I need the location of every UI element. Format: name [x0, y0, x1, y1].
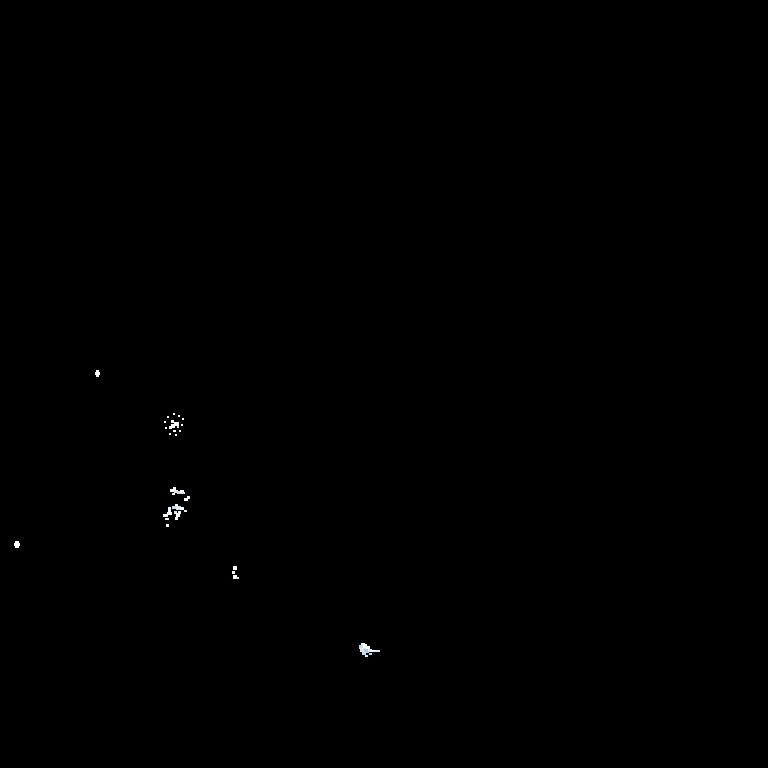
speck [164, 421, 166, 423]
starburst-cluster [163, 413, 189, 439]
speck [176, 506, 181, 510]
speck [182, 492, 185, 494]
speck [173, 487, 176, 490]
speck [182, 418, 184, 420]
speck [172, 506, 176, 509]
speck [375, 650, 380, 652]
speck [362, 652, 366, 655]
speck [364, 649, 369, 653]
speck [163, 514, 168, 517]
speck [171, 420, 174, 423]
speck [184, 498, 188, 501]
speck [181, 424, 183, 426]
speck [180, 507, 184, 510]
speck [360, 648, 366, 652]
main-cluster-core [162, 503, 192, 529]
speck [171, 424, 175, 428]
lone-dot-far-left [13, 540, 22, 549]
speck [95, 372, 100, 375]
speck [184, 510, 187, 512]
speck [176, 513, 180, 517]
speck [173, 413, 175, 415]
speck [14, 543, 20, 546]
speck [177, 491, 182, 494]
speck [15, 541, 19, 544]
speck [232, 571, 235, 574]
upper-wing-blob [168, 487, 192, 503]
speck [167, 512, 172, 515]
speck [369, 653, 372, 655]
speck [165, 518, 169, 520]
speck [233, 566, 237, 570]
speck [178, 511, 181, 514]
speck [174, 511, 177, 514]
speck [96, 375, 99, 377]
speck [175, 504, 178, 507]
speck [175, 434, 177, 436]
lower-blue-blob [355, 640, 385, 664]
speck [15, 546, 19, 548]
speck [175, 517, 178, 520]
speck [174, 490, 178, 493]
speck [365, 655, 368, 657]
speck [169, 433, 171, 435]
speck [179, 430, 181, 432]
speck [359, 645, 364, 649]
speck [170, 489, 174, 492]
speck [173, 430, 176, 432]
speck [187, 496, 190, 499]
speck [168, 507, 171, 513]
speck [177, 426, 179, 428]
speck [165, 427, 167, 429]
speck [166, 524, 169, 527]
speck [178, 415, 180, 417]
speck [96, 370, 99, 372]
speck [371, 650, 376, 652]
speck [236, 577, 239, 579]
speck [169, 426, 172, 429]
speck [180, 490, 184, 493]
small-dot-pair [229, 565, 243, 583]
speck [363, 644, 367, 648]
speck [368, 649, 372, 652]
speck [172, 493, 175, 495]
speck [233, 575, 237, 579]
speck [174, 422, 179, 426]
speck [167, 416, 169, 418]
speck [366, 646, 370, 649]
lone-dot-upper-left [93, 369, 102, 378]
